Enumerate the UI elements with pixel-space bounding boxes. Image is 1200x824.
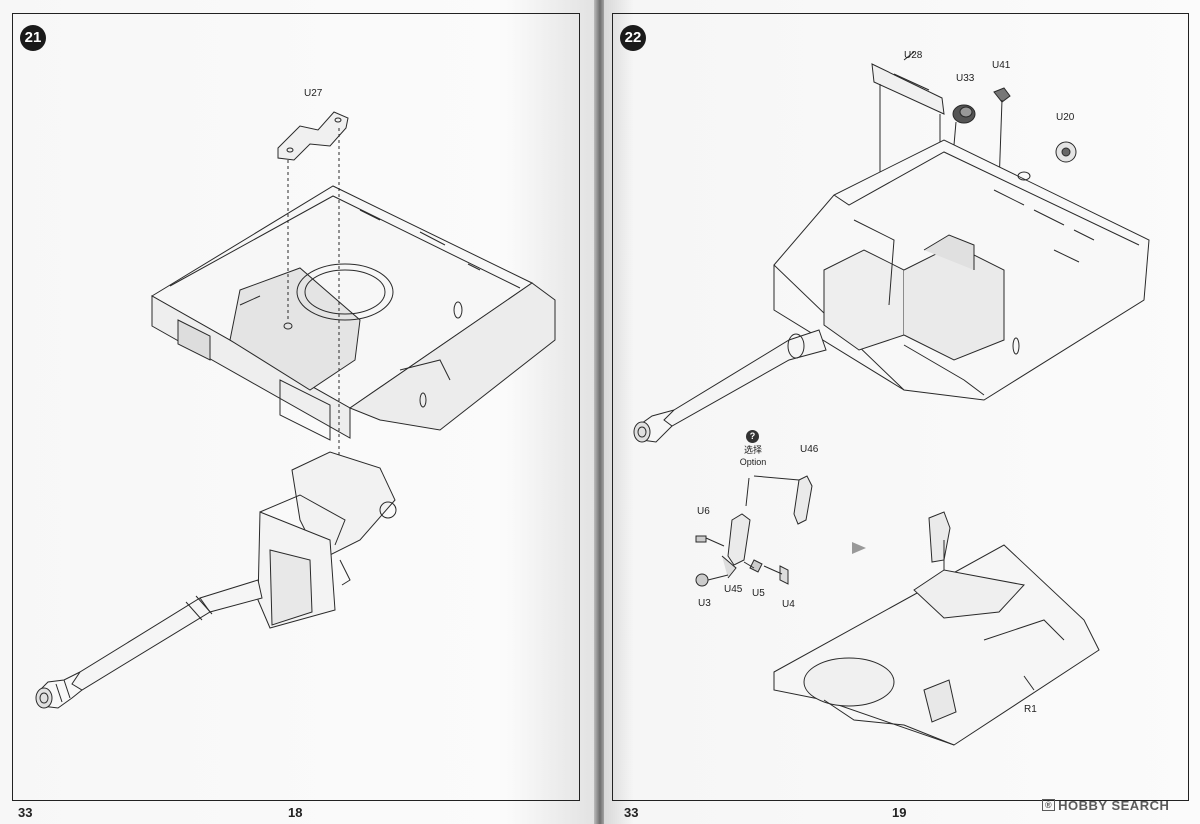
- page-number-19: 19: [892, 805, 907, 820]
- part-label-u4: U4: [782, 599, 795, 610]
- hobby-search-watermark: ®HOBBY SEARCH: [1042, 798, 1169, 813]
- part-label-u20: U20: [1056, 112, 1075, 123]
- part-label-u5: U5: [752, 588, 765, 599]
- option-label-cn: 选择: [743, 445, 762, 455]
- step-number-badge: 22: [620, 25, 646, 51]
- page-number-18: 18: [288, 805, 303, 820]
- part-label-u45: U45: [724, 584, 743, 595]
- book-spine: [594, 0, 606, 824]
- part-label-u6: U6: [697, 506, 710, 517]
- part-label-u3: U3: [698, 598, 711, 609]
- part-label-u33: U33: [956, 73, 975, 84]
- left-frame: [12, 13, 580, 801]
- step-number-badge: 21: [20, 25, 46, 51]
- right-frame: [612, 13, 1189, 801]
- part-label-u46: U46: [800, 444, 819, 455]
- part-label-r1: R1: [1024, 704, 1037, 715]
- part-label-u27: U27: [304, 88, 323, 99]
- right-page: 22: [604, 0, 1200, 824]
- page-index-right: 33: [624, 805, 639, 820]
- left-page: 21: [0, 0, 596, 824]
- watermark-mark: ®: [1042, 799, 1056, 811]
- watermark-brand: HOBBY SEARCH: [1058, 798, 1170, 813]
- page-index-left: 33: [18, 805, 33, 820]
- part-label-u41: U41: [992, 60, 1011, 71]
- turret-assembly-drawing: [35, 111, 556, 709]
- option-help-icon: ?: [746, 430, 759, 443]
- turret-detail-drawing: [633, 51, 1150, 746]
- part-label-u28: U28: [904, 50, 923, 61]
- option-label-en: Option: [739, 457, 767, 467]
